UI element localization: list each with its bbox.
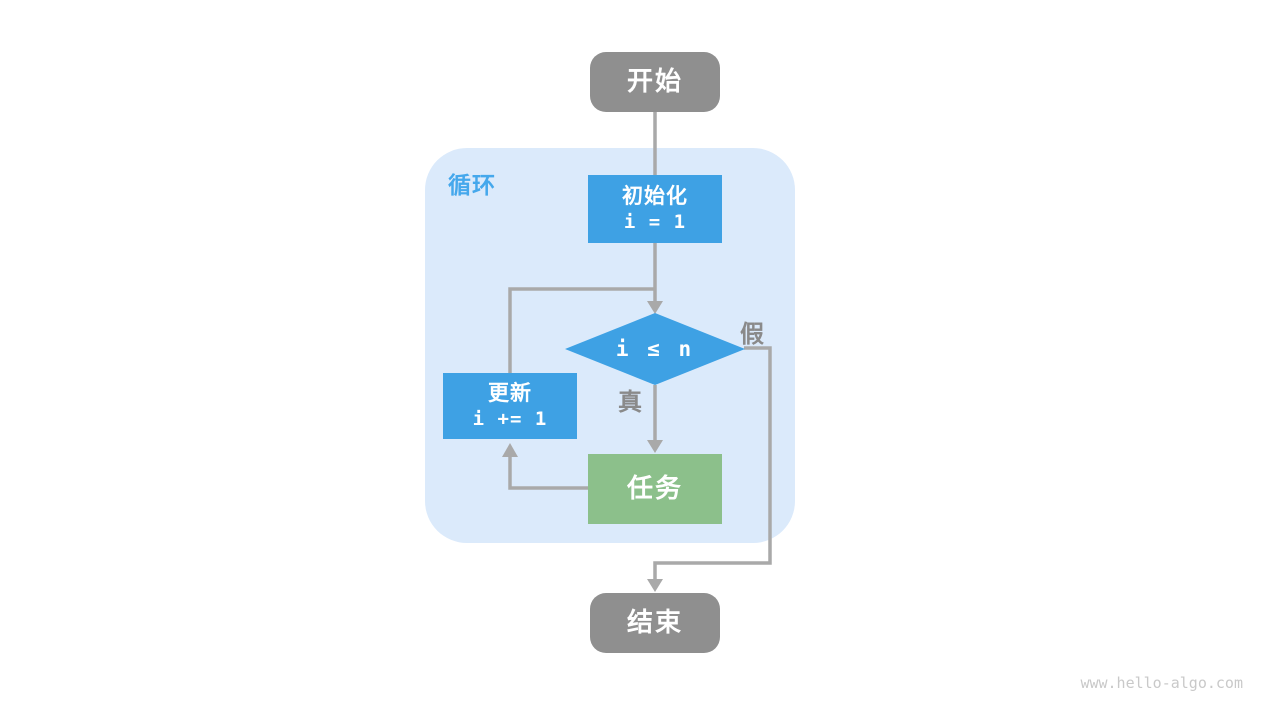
watermark: www.hello-algo.com bbox=[1080, 674, 1243, 692]
init-node-code: i = 1 bbox=[623, 211, 687, 234]
start-node-label: 开始 bbox=[626, 66, 683, 97]
diamond-shape-icon bbox=[565, 313, 745, 385]
edge-task-to-update bbox=[508, 456, 590, 490]
true-branch-label: 真 bbox=[618, 389, 642, 416]
edge-update-to-condition bbox=[508, 287, 655, 374]
end-node: 结束 bbox=[590, 593, 720, 653]
start-node: 开始 bbox=[590, 52, 720, 112]
loop-region-label: 循环 bbox=[448, 172, 496, 198]
update-node: 更新 i += 1 bbox=[443, 373, 577, 439]
condition-node: i ≤ n bbox=[565, 313, 745, 385]
update-node-title: 更新 bbox=[488, 382, 532, 405]
arrowhead-task-in bbox=[647, 440, 663, 453]
end-node-label: 结束 bbox=[626, 607, 683, 638]
task-node-label: 任务 bbox=[626, 473, 683, 504]
update-node-code: i += 1 bbox=[472, 408, 548, 431]
arrowhead-condition-in bbox=[647, 301, 663, 314]
condition-node-code: i ≤ n bbox=[615, 337, 695, 361]
task-node: 任务 bbox=[588, 454, 722, 524]
init-node: 初始化 i = 1 bbox=[588, 175, 722, 243]
edge-condition-to-end bbox=[653, 346, 772, 581]
init-node-title: 初始化 bbox=[622, 185, 688, 208]
arrowhead-update-in bbox=[502, 443, 518, 457]
arrowhead-end-in bbox=[647, 579, 663, 592]
false-branch-label: 假 bbox=[740, 321, 764, 348]
